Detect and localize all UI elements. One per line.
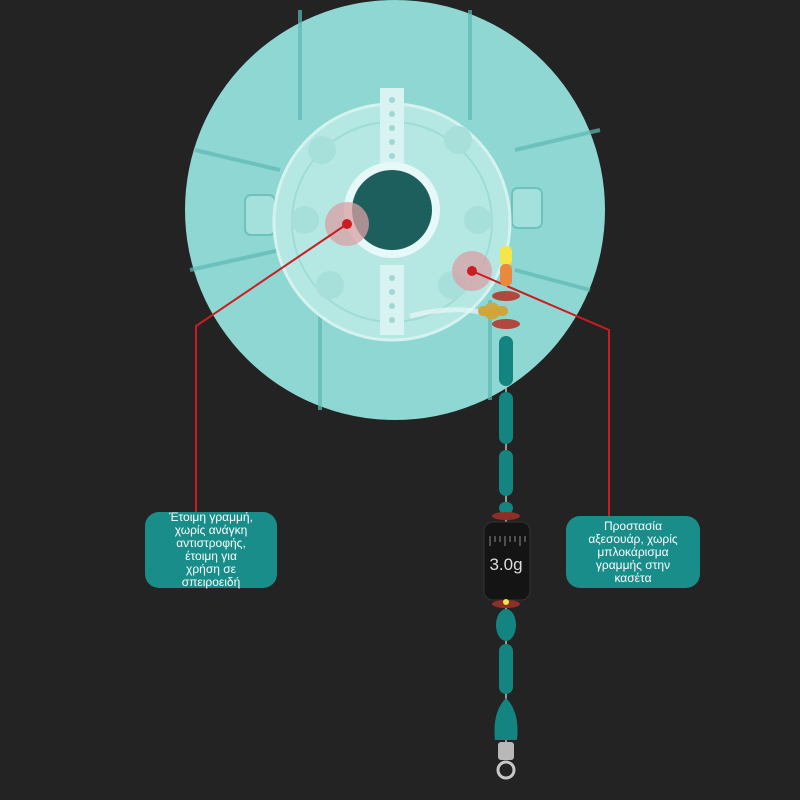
spool-strip-holes	[389, 97, 395, 323]
spool-center-hole	[352, 170, 432, 250]
fishing-rig: 3.0g	[409, 246, 531, 780]
leader-dot-right	[467, 266, 477, 276]
sinker: 3.0g	[483, 512, 531, 608]
spool-tab-right	[511, 187, 543, 229]
leader-line-right	[471, 270, 610, 516]
leader-dot-left	[342, 219, 352, 229]
callout-accessory-protection: Προστασία αξεσουάρ, χωρίς μπλοκάρισμα γρ…	[566, 516, 700, 588]
leader-line-left	[195, 223, 348, 512]
sinker-weight-label: 3.0g	[489, 555, 522, 574]
float-beads	[494, 336, 518, 740]
callout-ready-line: Έτοιμη γραμμή, χωρίς ανάγκη αντιστροφής,…	[145, 511, 277, 589]
spool-segment-dividers	[189, 10, 601, 410]
bottom-ring	[496, 760, 516, 780]
bottom-swivel	[498, 742, 514, 760]
snap-swivel	[478, 306, 508, 316]
spool-tab-left	[244, 194, 276, 236]
spool	[185, 0, 605, 420]
float-indicator	[500, 246, 512, 266]
